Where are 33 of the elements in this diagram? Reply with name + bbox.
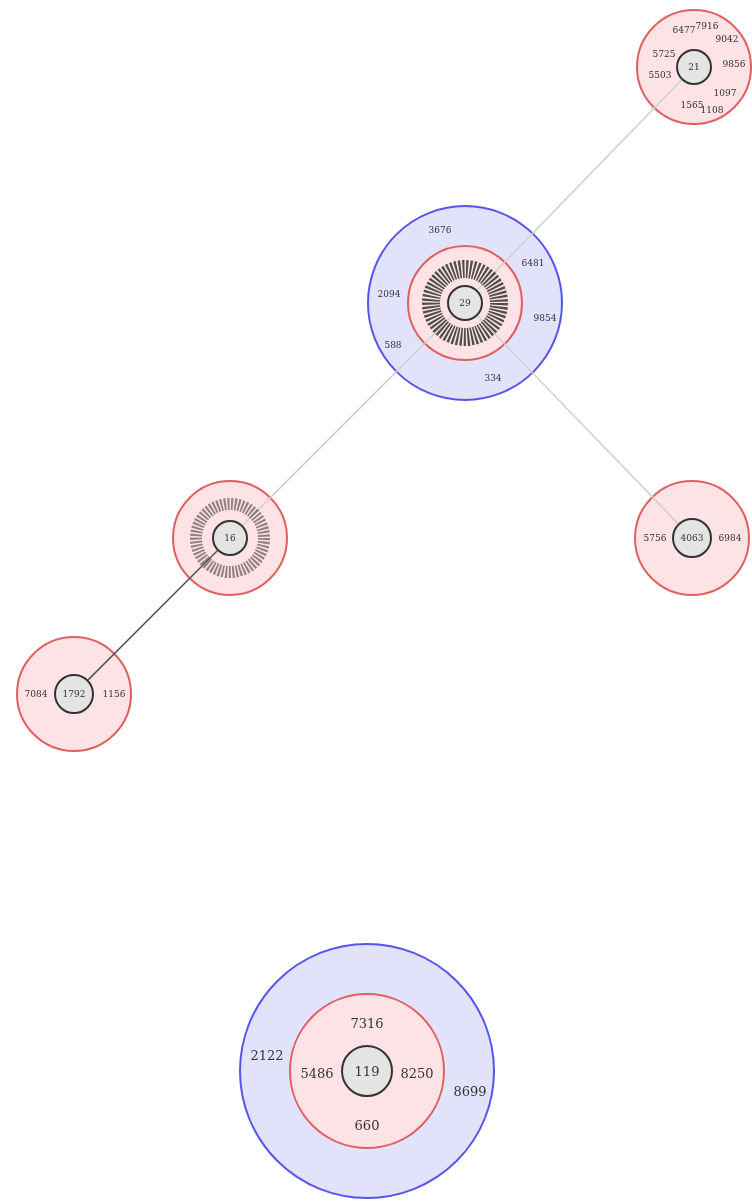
- ring-label: 7916: [695, 21, 719, 31]
- ring-label: 6481: [521, 258, 545, 268]
- ring-label: 8699: [453, 1084, 487, 1098]
- ring-label: 8250: [400, 1066, 434, 1080]
- ring-label: 5503: [648, 70, 672, 80]
- ring-label: 5486: [300, 1066, 334, 1080]
- ring-label: 5725: [652, 49, 676, 59]
- ring-label: 1097: [713, 88, 737, 98]
- node-id-label: 119: [354, 1064, 380, 1078]
- ring-label: 3676: [428, 225, 452, 235]
- ring-label: 6477: [672, 25, 696, 35]
- connector-line: [87, 550, 218, 681]
- ring-label: 9042: [715, 34, 739, 44]
- ring-label: 588: [384, 340, 402, 350]
- ring-label: 6984: [718, 533, 742, 543]
- ring-label: 5756: [643, 533, 667, 543]
- ring-label: 7084: [24, 689, 48, 699]
- ring-label: 9856: [722, 59, 746, 69]
- ring-label: 9854: [533, 313, 557, 323]
- ring-label: 2122: [250, 1048, 284, 1062]
- node-id-label: 29: [459, 298, 471, 308]
- connector-line: [476, 315, 679, 525]
- ring-label: 7316: [350, 1016, 384, 1030]
- ring-label: 334: [484, 373, 502, 383]
- ring-label: 660: [354, 1118, 380, 1132]
- node-id-label: 16: [224, 533, 236, 543]
- node-id-label: 21: [688, 62, 700, 72]
- node-id-label: 4063: [680, 533, 704, 543]
- node-id-label: 1792: [62, 689, 86, 699]
- ring-label: 1156: [102, 689, 126, 699]
- connector-line: [242, 315, 453, 526]
- ring-label: 2094: [377, 289, 401, 299]
- connector-line: [476, 79, 683, 291]
